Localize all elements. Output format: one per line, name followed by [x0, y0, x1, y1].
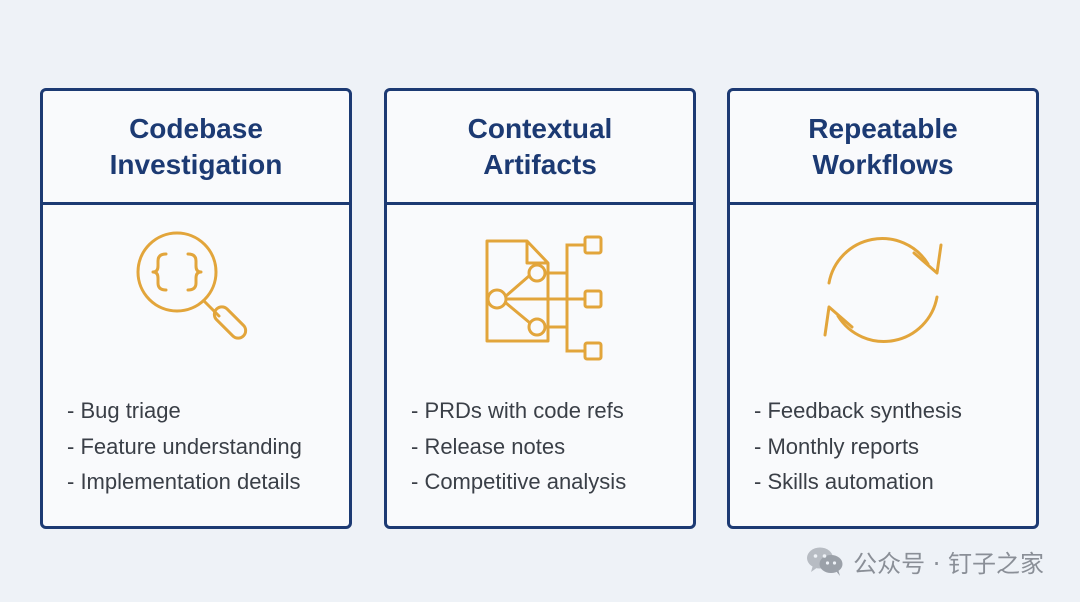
card-header: Repeatable Workflows [730, 91, 1036, 205]
card-title: Contextual Artifacts [400, 111, 680, 183]
card-icon-wrap [730, 221, 1036, 361]
list-item: - Monthly reports [754, 433, 920, 459]
watermark: 公众号 · 钉子之家 [805, 544, 1044, 578]
card-codebase-investigation: Codebase Investigation - Bug triage - Fe… [40, 88, 352, 529]
list-item: - Implementation details [67, 469, 301, 494]
magnifier-code-icon [136, 231, 248, 340]
card-title-line: Workflows [812, 148, 954, 180]
list-item: - Skills automation [754, 469, 934, 494]
bullet-list: - PRDs with code refs - Release notes - … [411, 393, 626, 500]
card-title: Codebase Investigation [56, 111, 336, 183]
list-item: - Feedback synthesis [754, 398, 962, 423]
card-title: Repeatable Workflows [743, 111, 1023, 183]
card-grid: Codebase Investigation - Bug triage - Fe… [40, 88, 1040, 529]
refresh-cycle-icon [823, 237, 943, 343]
list-item: - Feature understanding [67, 433, 302, 459]
bullet-list: - Feedback synthesis - Monthly reports -… [754, 393, 962, 500]
wechat-icon [807, 547, 843, 576]
card-icon-wrap [387, 221, 693, 361]
watermark-text: 公众号 · 钉子之家 [853, 549, 1044, 578]
list-item: - Release notes [411, 433, 566, 459]
card-title-line: Artifacts [483, 148, 597, 180]
card-header: Codebase Investigation [43, 91, 349, 205]
card-title-line: Codebase [129, 112, 263, 144]
card-icon-wrap [43, 221, 349, 361]
card-header: Contextual Artifacts [387, 91, 693, 205]
document-network-icon [485, 235, 603, 361]
card-title-line: Repeatable [808, 112, 958, 144]
list-item: - PRDs with code refs [411, 398, 624, 423]
card-title-line: Investigation [109, 148, 283, 180]
card-contextual-artifacts: Contextual Artifacts [384, 88, 696, 529]
card-title-line: Contextual [467, 112, 613, 144]
bullet-list: - Bug triage - Feature understanding - I… [67, 393, 302, 500]
list-item: - Competitive analysis [411, 469, 627, 494]
card-repeatable-workflows: Repeatable Workflows - Feedback synthesi… [727, 88, 1039, 529]
list-item: - Bug triage [67, 398, 181, 423]
